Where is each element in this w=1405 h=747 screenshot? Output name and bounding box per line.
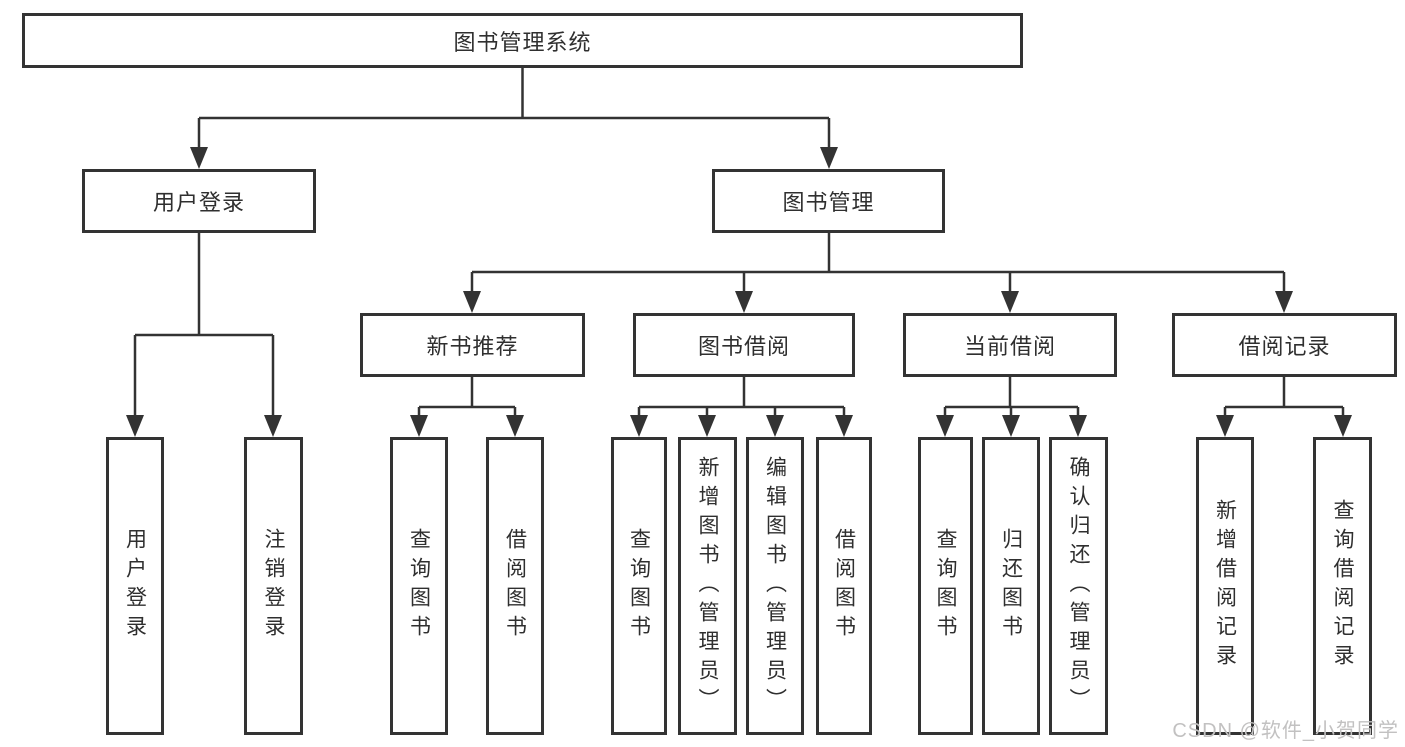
arrow-down-icon <box>463 291 481 313</box>
connector-login <box>133 233 275 418</box>
node-new-book-recommend: 新书推荐 <box>360 313 585 377</box>
arrow-down-icon <box>190 147 208 169</box>
node-label: 借阅记录 <box>1238 334 1331 359</box>
node-label: 当前借阅 <box>963 334 1056 359</box>
leaf-query-books: 查询图书 <box>390 437 448 735</box>
connector-record <box>1223 377 1345 418</box>
leaf-label: 新增借阅记录 <box>1213 499 1237 673</box>
arrow-down-icon <box>698 415 716 437</box>
connector-new <box>417 377 517 418</box>
leaf-label: 用户登录 <box>123 528 147 644</box>
arrow-down-icon <box>1001 291 1019 313</box>
leaf-label: 编辑图书（管理员） <box>763 455 787 717</box>
node-library-management-system: 图书管理系统 <box>22 13 1023 68</box>
leaf-logout: 注销登录 <box>244 437 303 735</box>
leaf-add-borrow-record: 新增借阅记录 <box>1196 437 1254 735</box>
node-current-borrow: 当前借阅 <box>903 313 1117 377</box>
arrow-down-icon <box>1334 415 1352 437</box>
leaf-add-books-admin: 新增图书（管理员） <box>678 437 737 735</box>
arrow-down-icon <box>630 415 648 437</box>
arrow-down-icon <box>835 415 853 437</box>
arrow-down-icon <box>126 415 144 437</box>
node-label: 图书管理系统 <box>453 29 592 55</box>
node-label: 用户登录 <box>152 190 245 215</box>
arrow-down-icon <box>936 415 954 437</box>
connector-borrow <box>637 377 846 418</box>
node-label: 新书推荐 <box>426 334 519 359</box>
arrowheads <box>126 147 1352 437</box>
node-user-login: 用户登录 <box>82 169 316 233</box>
leaf-borrow-books: 借阅图书 <box>816 437 872 735</box>
leaf-edit-books-admin: 编辑图书（管理员） <box>746 437 804 735</box>
watermark: CSDN @软件_小贺同学 <box>1172 720 1399 742</box>
arrow-down-icon <box>1002 415 1020 437</box>
node-borrow-record: 借阅记录 <box>1172 313 1397 377</box>
leaf-label: 查询图书 <box>934 528 957 644</box>
leaf-label: 借阅图书 <box>832 528 856 644</box>
arrow-down-icon <box>735 291 753 313</box>
leaf-query-books: 查询图书 <box>611 437 667 735</box>
node-label: 图书借阅 <box>697 334 790 359</box>
arrow-down-icon <box>410 415 428 437</box>
leaf-borrow-books: 借阅图书 <box>486 437 544 735</box>
connector-root <box>197 68 831 150</box>
connector-manage <box>470 233 1286 294</box>
arrow-down-icon <box>1275 291 1293 313</box>
leaf-label: 新增图书（管理员） <box>696 455 719 717</box>
leaf-query-borrow-record: 查询借阅记录 <box>1313 437 1372 735</box>
arrow-down-icon <box>264 415 282 437</box>
leaf-label: 借阅图书 <box>503 528 527 644</box>
arrow-down-icon <box>1069 415 1087 437</box>
leaf-label: 查询图书 <box>627 528 651 644</box>
leaf-query-books: 查询图书 <box>918 437 973 735</box>
node-label: 图书管理 <box>782 190 875 215</box>
arrow-down-icon <box>1216 415 1234 437</box>
arrow-down-icon <box>766 415 784 437</box>
leaf-label: 注销登录 <box>262 528 285 644</box>
arrow-down-icon <box>506 415 524 437</box>
node-book-management: 图书管理 <box>712 169 945 233</box>
arrow-down-icon <box>820 147 838 169</box>
leaf-return-books: 归还图书 <box>982 437 1040 735</box>
leaf-label: 归还图书 <box>999 528 1023 644</box>
leaf-confirm-return-admin: 确认归还（管理员） <box>1049 437 1108 735</box>
leaf-label: 确认归还（管理员） <box>1067 455 1090 717</box>
leaf-label: 查询借阅记录 <box>1331 499 1354 673</box>
leaf-user-login: 用户登录 <box>106 437 164 735</box>
node-book-borrow: 图书借阅 <box>633 313 855 377</box>
leaf-label: 查询图书 <box>407 528 431 644</box>
connector-current <box>943 377 1080 418</box>
